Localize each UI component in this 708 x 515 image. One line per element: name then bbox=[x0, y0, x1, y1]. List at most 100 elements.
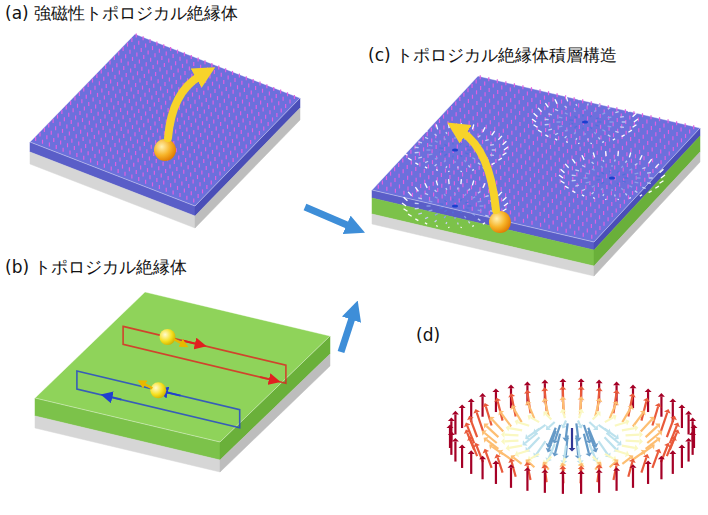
skyrmion-spin bbox=[435, 134, 437, 136]
spin-mark bbox=[456, 112, 457, 116]
spin-mark bbox=[164, 63, 165, 67]
spin-mark bbox=[83, 88, 84, 92]
spin-mark bbox=[42, 140, 43, 144]
spin-mark bbox=[149, 88, 150, 92]
spin-head bbox=[655, 437, 660, 443]
spin-mark bbox=[66, 106, 67, 110]
spin-mark bbox=[248, 133, 249, 137]
spin-mark bbox=[395, 189, 396, 193]
spin-mark bbox=[147, 100, 148, 104]
stacked-slab bbox=[372, 75, 700, 276]
spin-mark bbox=[524, 139, 525, 143]
skyrmion-spin bbox=[425, 161, 428, 162]
skyrmion-spin bbox=[472, 169, 473, 170]
spin-mark bbox=[509, 189, 510, 193]
spin-mark bbox=[608, 127, 609, 131]
spin-mark bbox=[206, 98, 207, 102]
spin-shaft bbox=[633, 413, 643, 426]
skyrmion-spin bbox=[609, 121, 613, 122]
skyrmion-spin bbox=[633, 125, 637, 128]
spin-mark bbox=[423, 158, 424, 162]
spin-mark bbox=[557, 104, 558, 108]
spin-mark bbox=[540, 100, 541, 104]
spin-mark bbox=[271, 99, 272, 103]
skyrmion-spin bbox=[575, 104, 577, 106]
spin-shaft bbox=[615, 422, 626, 426]
spin-mark bbox=[505, 183, 506, 187]
skyrmion-spin bbox=[408, 214, 412, 216]
spin-mark bbox=[500, 176, 501, 180]
spin-head bbox=[559, 386, 566, 390]
spin-shaft bbox=[652, 452, 658, 468]
spin-mark bbox=[484, 194, 485, 198]
spin-mark bbox=[189, 67, 190, 71]
spin-mark bbox=[138, 177, 139, 181]
spin-shaft bbox=[579, 412, 581, 418]
spin-mark bbox=[216, 77, 217, 81]
spin-mark bbox=[634, 144, 635, 148]
spin-mark bbox=[569, 214, 570, 218]
spin-mark bbox=[419, 152, 420, 156]
spin-mark bbox=[80, 130, 81, 134]
skyrmion-spin bbox=[575, 169, 579, 171]
spin-shaft bbox=[579, 458, 581, 464]
spin-mark bbox=[265, 115, 266, 119]
skyrmion-spin bbox=[634, 119, 638, 122]
skyrmion-spin bbox=[429, 200, 433, 202]
spin-mark bbox=[599, 226, 600, 230]
spin-mark bbox=[453, 160, 454, 164]
spin-arrow bbox=[569, 428, 576, 452]
spin-arrow bbox=[501, 431, 518, 438]
spin-mark bbox=[631, 169, 632, 173]
spin-mark bbox=[53, 138, 54, 142]
spin-mark bbox=[551, 177, 552, 181]
spin-mark bbox=[461, 151, 462, 155]
skyrmion-spin bbox=[444, 144, 447, 146]
spin-mark bbox=[483, 172, 484, 176]
spin-mark bbox=[398, 174, 399, 178]
skyrmion-spin bbox=[490, 144, 494, 146]
spin-shaft bbox=[647, 392, 649, 412]
spin-mark bbox=[481, 108, 482, 112]
spin-mark bbox=[566, 229, 567, 233]
skyrmion-spin bbox=[532, 119, 536, 122]
skyrmion-spin bbox=[454, 217, 455, 219]
skyrmion-small bbox=[402, 123, 508, 172]
skyrmion-spin bbox=[565, 186, 569, 188]
spin-mark bbox=[611, 191, 612, 195]
spin-mark bbox=[523, 219, 524, 223]
skyrmion-spin bbox=[503, 209, 507, 212]
spin-mark bbox=[510, 210, 511, 214]
spin-mark bbox=[427, 143, 428, 147]
spin-mark bbox=[187, 146, 188, 150]
spin-shaft bbox=[486, 406, 492, 425]
electron-ball bbox=[150, 382, 166, 398]
skyrmion-spin bbox=[402, 147, 406, 150]
skyrmion-spin bbox=[435, 220, 437, 222]
spin-mark bbox=[445, 179, 446, 183]
spin-mark bbox=[213, 119, 214, 123]
spin-mark bbox=[660, 160, 661, 164]
spin-head bbox=[508, 385, 515, 389]
spin-mark bbox=[98, 131, 99, 135]
spin-mark bbox=[224, 118, 225, 122]
spin-shaft bbox=[461, 408, 463, 428]
skyrmion-spin bbox=[429, 144, 433, 146]
spin-mark bbox=[154, 171, 155, 175]
spin-mark bbox=[124, 104, 125, 108]
spin-mark bbox=[214, 138, 215, 142]
spin-mark bbox=[180, 76, 181, 80]
spin-head bbox=[596, 380, 603, 384]
spin-mark bbox=[575, 151, 576, 155]
spin-mark bbox=[281, 108, 282, 112]
spin-mark bbox=[166, 51, 167, 55]
spin-shaft bbox=[501, 453, 511, 460]
spin-mark bbox=[531, 210, 532, 214]
skyrmion-figure bbox=[447, 379, 698, 494]
spin-mark bbox=[600, 114, 601, 118]
spin-mark bbox=[236, 116, 237, 120]
spin-mark bbox=[144, 142, 145, 146]
spin-mark bbox=[640, 182, 641, 186]
skyrmion-spin bbox=[647, 182, 651, 184]
spin-arrow bbox=[511, 405, 522, 422]
